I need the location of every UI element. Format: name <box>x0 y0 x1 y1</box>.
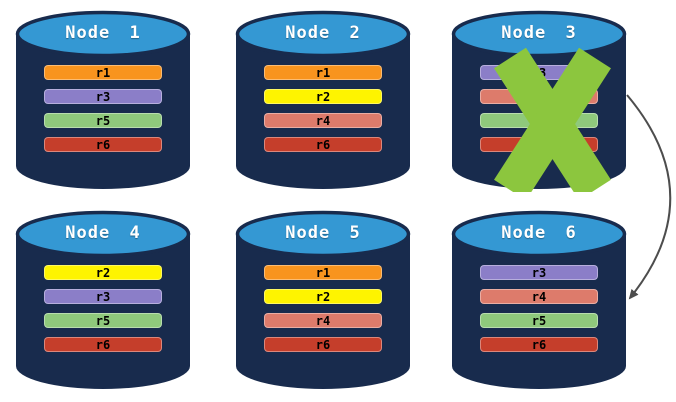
replica-bar-r6: r6 <box>264 337 382 352</box>
replica-bar-r6: r6 <box>264 137 382 152</box>
replica-label: r4 <box>315 114 331 128</box>
replica-label: r1 <box>315 66 331 80</box>
node-6: Node 6 r3 r4 r5 r6 <box>449 208 629 392</box>
replica-list: r2 r3 r5 r6 <box>44 265 162 361</box>
replica-label: r1 <box>315 266 331 280</box>
replica-bar-r3: r3 <box>44 289 162 304</box>
replica-bar-r6: r6 <box>480 337 598 352</box>
replica-list: r1 r2 r4 r6 <box>264 65 382 161</box>
replica-label: r5 <box>531 314 547 328</box>
replica-bar-r3: r3 <box>480 265 598 280</box>
node-3: Node 3 r3 r4 r5 r6 <box>449 8 629 192</box>
replica-bar-r2: r2 <box>264 289 382 304</box>
replica-list: r3 r4 r5 r6 <box>480 65 598 161</box>
replica-bar-r1: r1 <box>44 65 162 80</box>
replica-label: r6 <box>531 338 547 352</box>
replica-label: r5 <box>95 314 111 328</box>
replica-bar-r4: r4 <box>480 89 598 104</box>
node-4: Node 4 r2 r3 r5 r6 <box>13 208 193 392</box>
replica-bar-r6: r6 <box>44 137 162 152</box>
replica-bar-r4: r4 <box>264 313 382 328</box>
replica-label: r6 <box>95 138 111 152</box>
replica-label: r3 <box>95 90 111 104</box>
replica-bar-r3: r3 <box>480 65 598 80</box>
replica-list: r1 r3 r5 r6 <box>44 65 162 161</box>
node-title: Node 1 <box>65 23 141 43</box>
replica-bar-r6: r6 <box>480 137 598 152</box>
replica-label: r6 <box>315 138 331 152</box>
replica-bar-r5: r5 <box>44 113 162 128</box>
replica-label: r5 <box>531 114 547 128</box>
replica-label: r6 <box>315 338 331 352</box>
node-title: Node 3 <box>501 23 577 43</box>
replica-bar-r5: r5 <box>44 313 162 328</box>
replica-bar-r1: r1 <box>264 265 382 280</box>
replica-label: r6 <box>531 138 547 152</box>
replica-list: r1 r2 r4 r6 <box>264 265 382 361</box>
node-2: Node 2 r1 r2 r4 r6 <box>233 8 413 192</box>
replica-bar-r2: r2 <box>44 265 162 280</box>
node-title: Node 4 <box>65 223 141 243</box>
node-title: Node 2 <box>285 23 361 43</box>
replica-label: r1 <box>95 66 111 80</box>
replica-label: r2 <box>315 290 331 304</box>
node-title: Node 5 <box>285 223 361 243</box>
replica-label: r4 <box>315 314 331 328</box>
replica-bar-r4: r4 <box>264 113 382 128</box>
replica-bar-r1: r1 <box>264 65 382 80</box>
replica-label: r2 <box>95 266 111 280</box>
replica-label: r4 <box>531 90 547 104</box>
replica-bar-r6: r6 <box>44 337 162 352</box>
replica-list: r3 r4 r5 r6 <box>480 265 598 361</box>
replica-label: r6 <box>95 338 111 352</box>
replica-bar-r2: r2 <box>264 89 382 104</box>
replica-bar-r3: r3 <box>44 89 162 104</box>
replica-label: r3 <box>95 290 111 304</box>
node-title: Node 6 <box>501 223 577 243</box>
replica-bar-r5: r5 <box>480 313 598 328</box>
replica-label: r2 <box>315 90 331 104</box>
replica-bar-r4: r4 <box>480 289 598 304</box>
replica-label: r3 <box>531 266 547 280</box>
node-5: Node 5 r1 r2 r4 r6 <box>233 208 413 392</box>
replica-bar-r5: r5 <box>480 113 598 128</box>
replica-label: r5 <box>95 114 111 128</box>
replica-label: r4 <box>531 290 547 304</box>
node-1: Node 1 r1 r3 r5 r6 <box>13 8 193 192</box>
replica-label: r3 <box>531 66 547 80</box>
